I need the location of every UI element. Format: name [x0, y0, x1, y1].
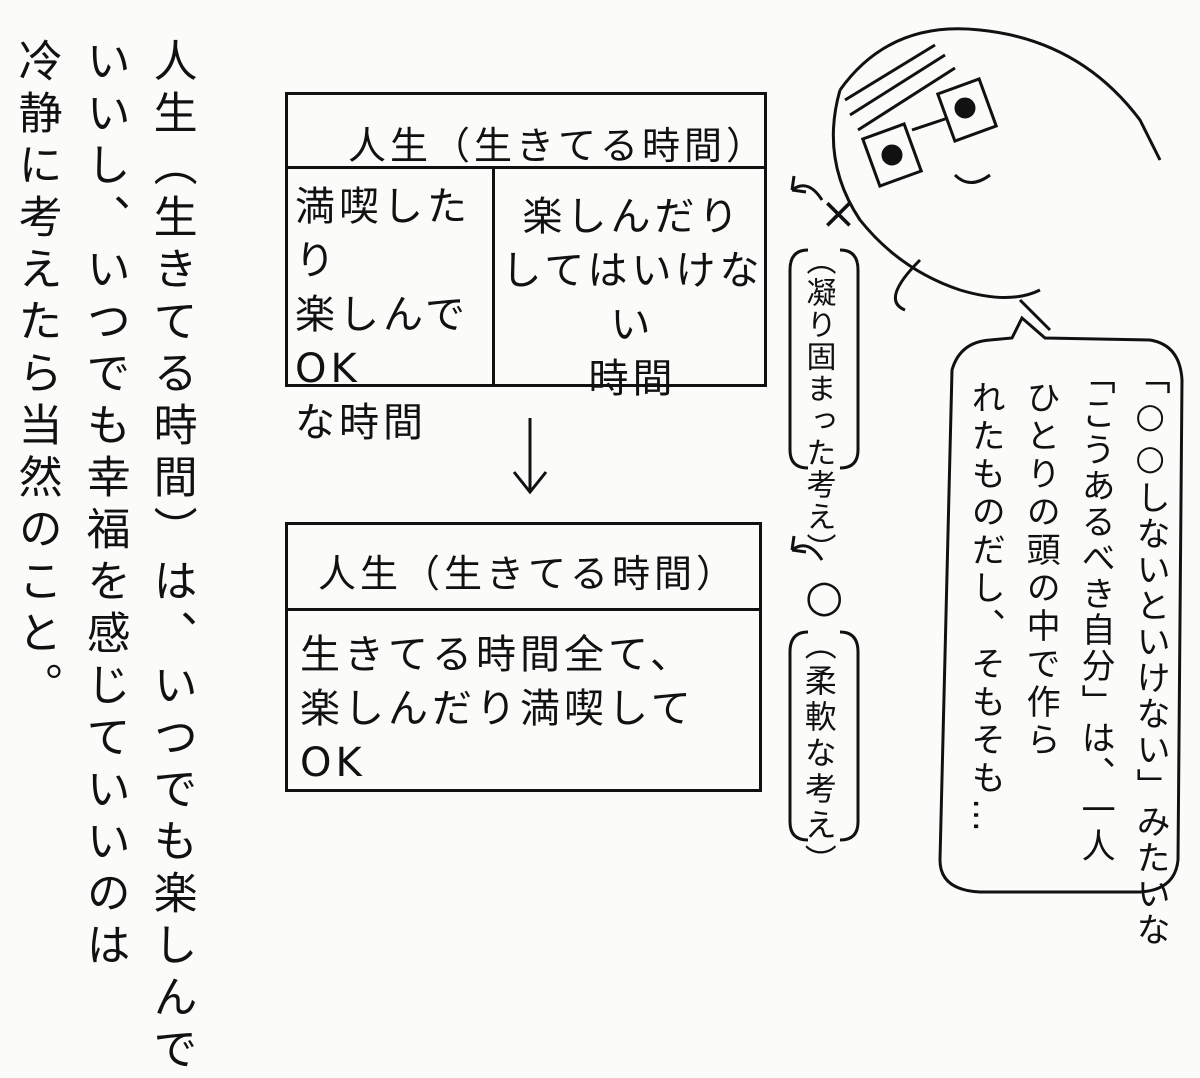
curved-arrow-icon	[790, 175, 824, 201]
top-left-line-2: 楽しんでOK	[295, 292, 469, 392]
curved-arrow-icon	[790, 535, 824, 561]
bottom-box-divider	[285, 608, 762, 611]
left-text-col2: いいし、いつでも幸福を感じていいのは	[78, 38, 130, 974]
line-art	[512, 27, 1184, 894]
circle-mark-icon: ○	[805, 571, 844, 622]
bottom-box: 人生（生きてる時間）	[285, 522, 762, 792]
bottom-body-line-2: 楽しんだり満喫してOK	[300, 686, 695, 786]
top-right-line-1: 楽しんだり	[522, 194, 743, 240]
bottom-annotation-label: （柔軟な考え）	[799, 628, 838, 880]
top-box-divider	[285, 166, 767, 169]
top-box: 人生（生きてる時間）	[285, 92, 767, 387]
speech-col2: 「こうあるべき自分」は、一人	[1075, 360, 1116, 864]
speech-col4: れたものだし、そもそも…	[965, 380, 1006, 836]
character-illustration	[831, 27, 1162, 332]
bottom-box-body: 生きてる時間全て、 楽しんだり満喫してOK	[300, 628, 760, 790]
top-box-title: 人生（生きてる時間）	[348, 124, 769, 168]
bottom-body-line-1: 生きてる時間全て、	[300, 632, 694, 678]
bottom-box-title: 人生（生きてる時間）	[318, 552, 739, 596]
top-box-right-cell: 楽しんだり してはいけない 時間	[500, 190, 765, 406]
speech-col3: ひとりの頭の中で作ら	[1020, 380, 1061, 760]
top-right-line-2: してはいけない	[501, 248, 764, 348]
top-right-line-3: 時間	[588, 356, 677, 402]
top-annotation-label: （凝り固まった考え）	[800, 245, 836, 565]
top-box-column-divider	[492, 166, 495, 387]
left-text-col1: 人生（生きてる時間）は、いつでも楽しんで	[145, 38, 197, 1078]
top-left-line-3: な時間	[295, 400, 427, 446]
speech-bubble-outline	[938, 315, 1184, 894]
down-arrow-icon	[512, 418, 548, 495]
left-text-col3: 冷静に考えたら当然のこと。	[10, 38, 62, 714]
top-left-line-1: 満喫したり	[295, 184, 471, 284]
top-box-left-cell: 満喫したり 楽しんでOK な時間	[295, 180, 490, 450]
speech-col1: 「○○しないといけない」みたいな	[1130, 360, 1171, 948]
cross-mark-icon: ×	[820, 188, 857, 239]
